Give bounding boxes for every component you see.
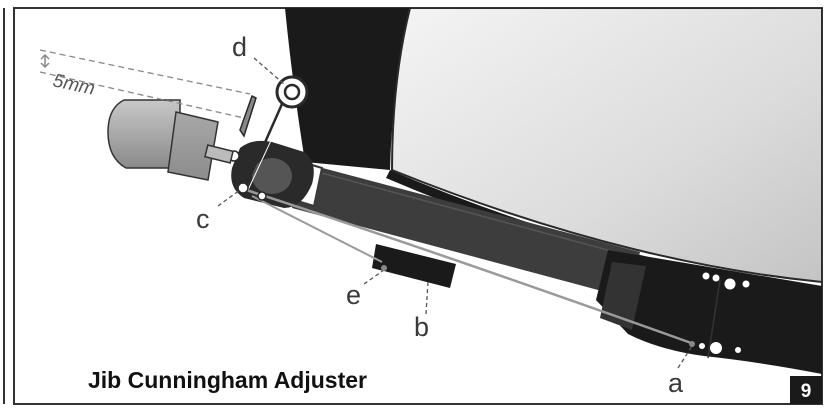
cunningham-sheave-inner <box>283 83 301 101</box>
leader-a <box>677 345 693 369</box>
boom-end-fitting <box>596 250 822 374</box>
callout-b: b <box>414 312 429 342</box>
gooseneck-hub <box>252 158 292 194</box>
spar-pin <box>204 144 234 164</box>
dimension-line-upper <box>39 49 251 95</box>
boom-highlight <box>317 171 631 257</box>
boom-end-inner <box>600 262 646 330</box>
sail-panel <box>390 8 822 284</box>
callout-a: a <box>668 368 684 398</box>
cunningham-line-light <box>247 103 289 191</box>
callout-c: c <box>196 204 210 234</box>
cam-cleat-block <box>372 244 456 288</box>
dimension-line-lower <box>39 71 245 119</box>
spar-body <box>167 111 219 181</box>
hull-panel-dark <box>285 8 415 170</box>
dimension-arrows <box>40 53 50 69</box>
figure-number: 9 <box>801 381 812 402</box>
leader-b <box>425 281 429 315</box>
control-line <box>239 186 695 346</box>
boom-end-seam <box>707 279 721 359</box>
spar-end-cap <box>107 99 181 169</box>
callout-e: e <box>346 280 361 310</box>
callout-d: d <box>232 32 247 62</box>
fitting-holes <box>699 272 750 354</box>
gooseneck-hole-left <box>237 182 249 194</box>
point-e-marker <box>381 265 387 271</box>
figure-title: Jib Cunningham Adjuster <box>88 367 367 393</box>
figure-number-badge <box>790 376 822 404</box>
tack-shackle <box>239 94 257 138</box>
cunningham-line-dark <box>242 103 284 191</box>
leader-c <box>217 189 241 207</box>
gooseneck-hole-right <box>257 191 267 201</box>
boom-bar <box>292 162 640 298</box>
control-line-lower <box>251 195 383 263</box>
point-a-marker <box>689 341 695 347</box>
